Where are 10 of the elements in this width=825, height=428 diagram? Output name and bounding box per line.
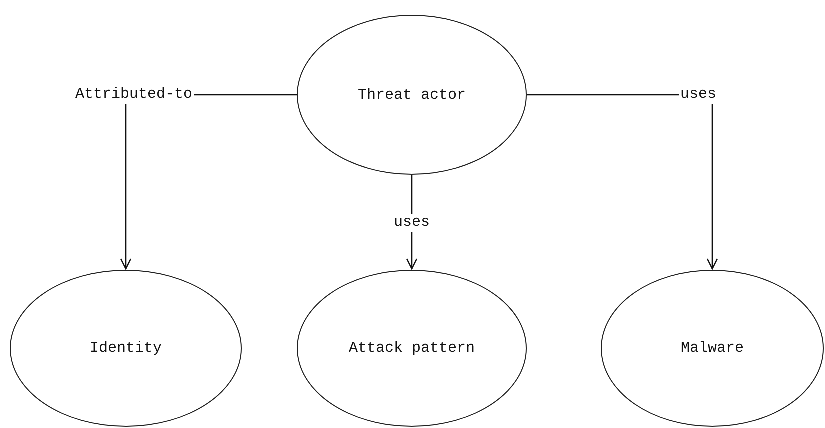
node-label: Malware <box>680 340 744 357</box>
ellipse-node <box>10 270 242 427</box>
ellipse-node <box>297 15 527 175</box>
ellipse-node <box>601 270 824 427</box>
node-label: Threat actor <box>358 86 466 104</box>
edge-label: Attributed-to <box>73 86 195 104</box>
node-label: Identity <box>90 340 162 357</box>
edge-label: uses <box>392 214 432 232</box>
node-label: Attack pattern <box>348 340 476 357</box>
ellipse-node <box>297 270 527 427</box>
